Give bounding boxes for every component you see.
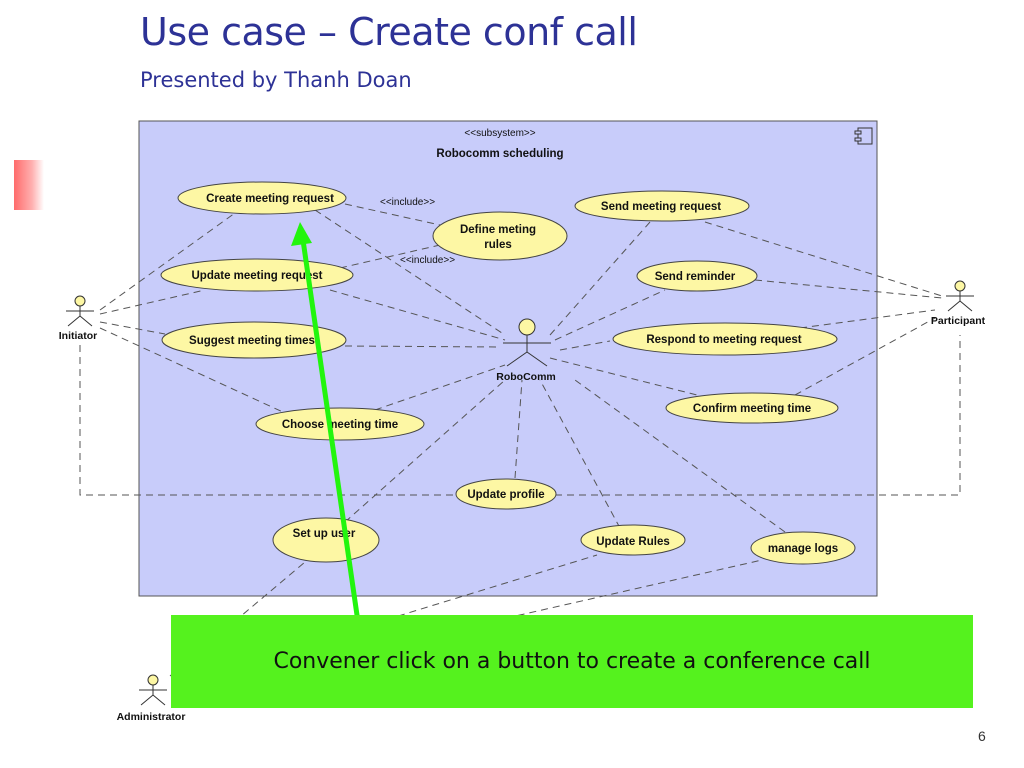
label-update-rules: Update Rules — [596, 536, 670, 548]
component-icon — [854, 127, 873, 145]
use-case-send-meeting-request — [574, 190, 750, 222]
label-define-meeting-rules: rules — [484, 239, 512, 251]
label-manage-logs: manage logs — [768, 543, 838, 555]
actor-initiator-label: Initiator — [59, 330, 98, 342]
use-case-suggest-meeting-times — [161, 321, 347, 359]
use-case-define-meeting-rules — [432, 211, 568, 261]
label-respond-to-meeting-request: Respond to meeting request — [646, 334, 801, 346]
use-case-respond-to-meeting-request — [612, 322, 838, 356]
include-label: <<include>> — [400, 255, 455, 266]
label-choose-meeting-time: Choose meeting time — [282, 419, 398, 431]
callout-box: Convener click on a button to create a c… — [171, 615, 973, 708]
label-send-reminder: Send reminder — [655, 271, 736, 283]
label-update-meeting-request: Update meeting request — [192, 270, 323, 282]
actor-robocomm-label: RoboComm — [496, 371, 556, 383]
include-label: <<include>> — [380, 197, 435, 208]
actor-participant-icon — [946, 280, 974, 312]
slide-number: 6 — [978, 728, 986, 744]
subsystem-name: Robocomm scheduling — [436, 148, 563, 160]
actor-administrator-icon — [139, 674, 167, 706]
slide-subtitle: Presented by Thanh Doan — [140, 68, 412, 92]
slide-title: Use case – Create conf call — [140, 10, 638, 54]
use-case-send-reminder — [636, 260, 758, 292]
actor-initiator-icon — [66, 295, 94, 327]
accent-bar — [14, 160, 44, 210]
actor-administrator-label: Administrator — [117, 711, 186, 723]
use-cases — [160, 181, 856, 565]
use-case-confirm-meeting-time — [665, 392, 839, 424]
label-create-meeting-request: Create meeting request — [206, 193, 334, 205]
label-define-meeting-rules: Define meting — [460, 224, 536, 236]
use-case-set-up-user — [272, 517, 380, 563]
subsystem-stereotype: <<subsystem>> — [464, 128, 535, 139]
label-send-meeting-request: Send meeting request — [601, 201, 721, 213]
actor-participant-label: Participant — [931, 315, 986, 327]
use-case-update-profile — [455, 478, 557, 510]
label-confirm-meeting-time: Confirm meeting time — [693, 403, 811, 415]
label-set-up-user: Set up user — [293, 528, 356, 540]
use-case-update-rules — [580, 524, 686, 556]
green-arrow — [291, 222, 361, 623]
actor-robocomm-icon — [503, 318, 551, 367]
use-case-manage-logs — [750, 531, 856, 565]
callout-text: Convener click on a button to create a c… — [273, 649, 871, 674]
label-suggest-meeting-times: Suggest meeting times — [189, 335, 315, 347]
label-update-profile: Update profile — [467, 489, 544, 501]
use-case-choose-meeting-time — [255, 407, 425, 441]
use-case-create-meeting-request — [177, 181, 347, 215]
